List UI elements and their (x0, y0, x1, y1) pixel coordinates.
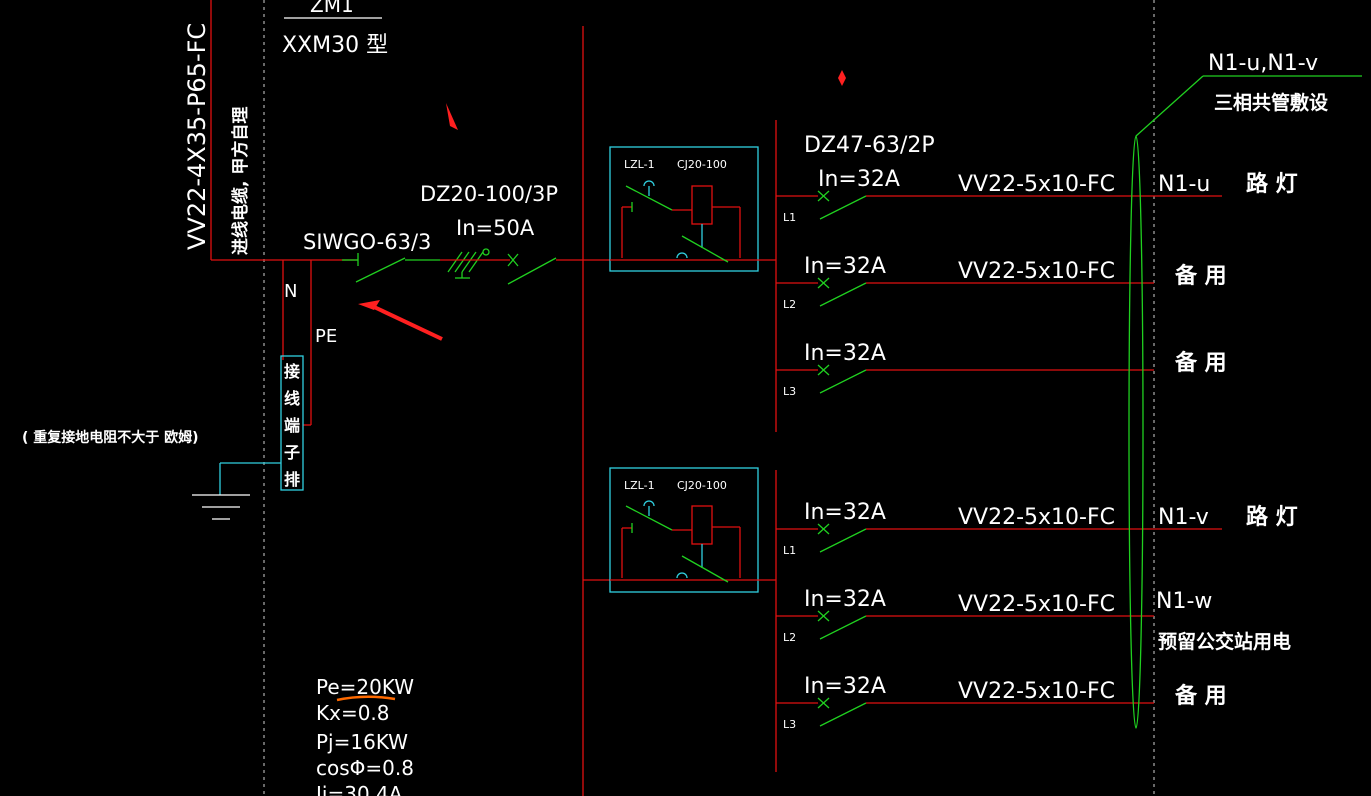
branch-circuit-label: N1-w (1156, 589, 1212, 614)
contactor-box-2 (609, 467, 776, 593)
box1-lzl-label: LZL-1 (624, 158, 655, 171)
terminal-block-label: 接 线 端 子 排 (284, 362, 300, 489)
load-pe: Pe=20KW (316, 675, 414, 699)
load-pj: Pj=16KW (316, 730, 408, 754)
branch-breaker-contact (819, 369, 867, 394)
terminal-char: 端 (284, 416, 300, 435)
load-cos: cosΦ=0.8 (316, 756, 414, 780)
grounding-note: ( 重复接地电阻不大于 欧姆) (22, 429, 199, 446)
isolating-switch (342, 253, 440, 283)
branch-phase-label: L1 (783, 544, 796, 557)
contactor-box-1 (609, 146, 776, 272)
branch-cable-label: VV22-5x10-FC (958, 259, 1115, 284)
annotation-mark-2 (838, 70, 846, 86)
branch-circuit-label: N1-u (1158, 172, 1210, 197)
terminal-char: 线 (284, 389, 300, 408)
pe-label: PE (315, 326, 337, 347)
isolating-switch-label: SIWGO-63/3 (303, 230, 431, 254)
branch-cable-label: VV22-5x10-FC (958, 505, 1115, 530)
incoming-cable-label: VV22-4X35-P65-FC (183, 23, 211, 250)
branch-breaker-cross (817, 697, 830, 709)
box2-cj-label: CJ20-100 (677, 479, 727, 492)
panel-title: ZM1 (310, 0, 354, 17)
branch-use-label: 预留公交站用电 (1158, 630, 1291, 653)
branch-breaker-cross (817, 277, 830, 289)
incoming-cable-note: 进线电缆, 甲方自理 (230, 107, 251, 255)
branch-use-label: 路 灯 (1246, 504, 1298, 530)
branch-use-label: 备 用 (1174, 350, 1227, 376)
branch-phase-label: L2 (783, 298, 796, 311)
box1-cj-label: CJ20-100 (677, 158, 727, 171)
branch-use-label: 备 用 (1174, 683, 1227, 709)
load-kx: Kx=0.8 (316, 701, 390, 725)
branch-rating-label: In=32A (804, 587, 886, 612)
branch-phase-label: L3 (783, 385, 796, 398)
branch-rating-label: In=32A (804, 500, 886, 525)
pe-highlight-underline (336, 695, 396, 702)
branch-phase-label: L3 (783, 718, 796, 731)
box2-lzl-label: LZL-1 (624, 479, 655, 492)
branch-use-label: 备 用 (1174, 263, 1227, 289)
load-ij: Ij=30.4A (316, 782, 403, 796)
branch-rating-label: In=32A (804, 341, 886, 366)
branch-circuit-label: N1-v (1158, 505, 1209, 530)
annotation-mark-1 (446, 103, 458, 130)
branch-rating-label: In=32A (818, 167, 900, 192)
cable-bundle-ellipse (1128, 135, 1144, 729)
branch-breaker-cross (817, 190, 830, 202)
branch-breaker-contact (819, 528, 867, 553)
bundle-leader (1135, 75, 1204, 137)
branch-phase-label: L1 (783, 211, 796, 224)
terminal-block (280, 355, 304, 491)
terminal-char: 排 (284, 470, 300, 489)
annotation-arrow (371, 304, 443, 341)
panel-model: XXM30 型 (282, 33, 388, 58)
n-label: N (284, 281, 297, 302)
branch-phase-label: L2 (783, 631, 796, 644)
branch-breaker-contact (819, 702, 867, 727)
terminal-char: 接 (284, 362, 300, 381)
branch-breaker-cross (817, 523, 830, 535)
branch-breaker-contact (819, 615, 867, 640)
branch-breaker-cross (817, 364, 830, 376)
ground-symbol (192, 462, 281, 520)
main-breaker-model: DZ20-100/3P (420, 182, 558, 206)
branch-cable-label: VV22-5x10-FC (958, 592, 1115, 617)
bundle-note: 三相共管敷设 (1214, 91, 1328, 114)
branch-use-label: 路 灯 (1246, 171, 1298, 197)
branch-rating-label: In=32A (804, 674, 886, 699)
branch-cable-label: VV22-5x10-FC (958, 172, 1115, 197)
branch-breaker-contact (819, 282, 867, 307)
main-breaker-rating: In=50A (456, 216, 535, 240)
terminal-char: 子 (284, 443, 300, 462)
branch-rating-label: In=32A (804, 254, 886, 279)
main-breaker (440, 248, 557, 285)
branch-breaker-model: DZ47-63/2P (804, 133, 935, 158)
bundle-label: N1-u,N1-v (1208, 51, 1318, 76)
branch-cable-label: VV22-5x10-FC (958, 679, 1115, 704)
branch-breaker-contact (819, 195, 867, 220)
branch-breaker-cross (817, 610, 830, 622)
